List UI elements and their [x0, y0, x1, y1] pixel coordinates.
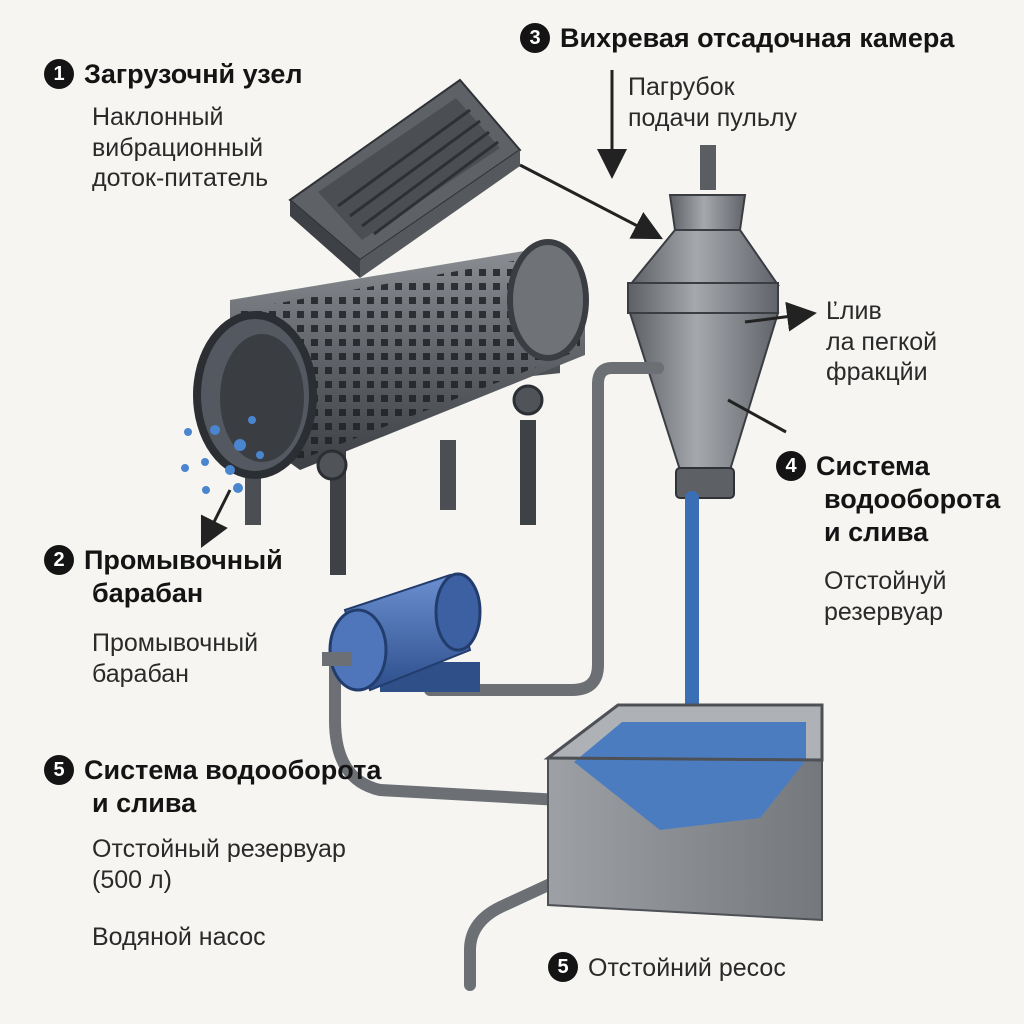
- section-5-title: и слива: [92, 787, 197, 818]
- desc-line: фракцйи: [826, 358, 928, 386]
- section-5-label: 5 Система водооборота и слива: [44, 754, 381, 820]
- section-3-title: Вихревая отсадочная камера: [560, 23, 955, 53]
- sump-pump-text: Отстойний ресос: [588, 954, 786, 982]
- wash-drum: [193, 239, 589, 575]
- desc-line: барабан: [92, 659, 189, 688]
- water-pump-motor: [322, 572, 482, 692]
- section-4-desc: Отстойнуй резервуар: [824, 566, 946, 627]
- pump-label: Водяной насос: [92, 923, 266, 951]
- section-2-title: Промывочный: [84, 545, 283, 575]
- section-3-label: 3 Вихревая отсадочная камера: [520, 22, 954, 55]
- desc-line: Пагрубок: [628, 73, 735, 101]
- badge-5: 5: [44, 755, 74, 785]
- section-5-desc: Отстойный резервуар (500 л): [92, 834, 346, 895]
- section-4-title: водооборота: [824, 483, 1001, 514]
- flow-arrows: [200, 70, 817, 549]
- section-2-label: 2 Промывочный барабан: [44, 544, 283, 610]
- desc-line: Наклонный: [92, 103, 224, 131]
- section-3-desc: Пагрубок подачи пульлу: [628, 72, 797, 133]
- desc-line: подачи пульлу: [628, 103, 797, 132]
- water-spray: [181, 416, 264, 494]
- desc-line: Промывочный: [92, 629, 259, 657]
- badge-3: 3: [520, 23, 550, 53]
- desc-line: вибрационный: [92, 133, 264, 162]
- badge-1: 1: [44, 59, 74, 89]
- desc-line: Ľлив: [826, 297, 882, 325]
- desc-line: (500 л): [92, 865, 172, 894]
- desc-line: Отстойный резервуар: [92, 835, 346, 863]
- desc-line: резервуар: [824, 597, 944, 626]
- settling-tank: [543, 703, 824, 922]
- section-4-title: и слива: [824, 516, 929, 547]
- desc-line: ла пегкой: [826, 327, 938, 356]
- pipes: [329, 362, 699, 991]
- sump-pump-label: 5 Отстойний ресос: [548, 952, 786, 984]
- desc-line: Отстойнуй: [824, 567, 947, 595]
- section-4-title: Система: [816, 451, 930, 481]
- section-1-label: 1 Загрузочнй узел: [44, 58, 303, 91]
- section-4-label: 4 Система водооборота и слива: [776, 450, 1000, 549]
- section-1-desc: Наклонный вибрационный доток-питатель: [92, 102, 268, 194]
- badge-5b: 5: [548, 952, 578, 982]
- section-2-desc: Промывочный барабан: [92, 628, 258, 689]
- badge-4: 4: [776, 451, 806, 481]
- section-5-title: Система водооборота: [84, 755, 382, 785]
- desc-line: доток-питатель: [92, 164, 269, 192]
- vibrating-feeder: [288, 78, 522, 278]
- vortex-chamber: [627, 145, 780, 499]
- section-1-title: Загрузочнй узел: [84, 59, 303, 89]
- overflow-label: Ľлив ла пегкой фракцйи: [826, 296, 937, 388]
- section-2-title: барабан: [92, 577, 204, 608]
- badge-2: 2: [44, 545, 74, 575]
